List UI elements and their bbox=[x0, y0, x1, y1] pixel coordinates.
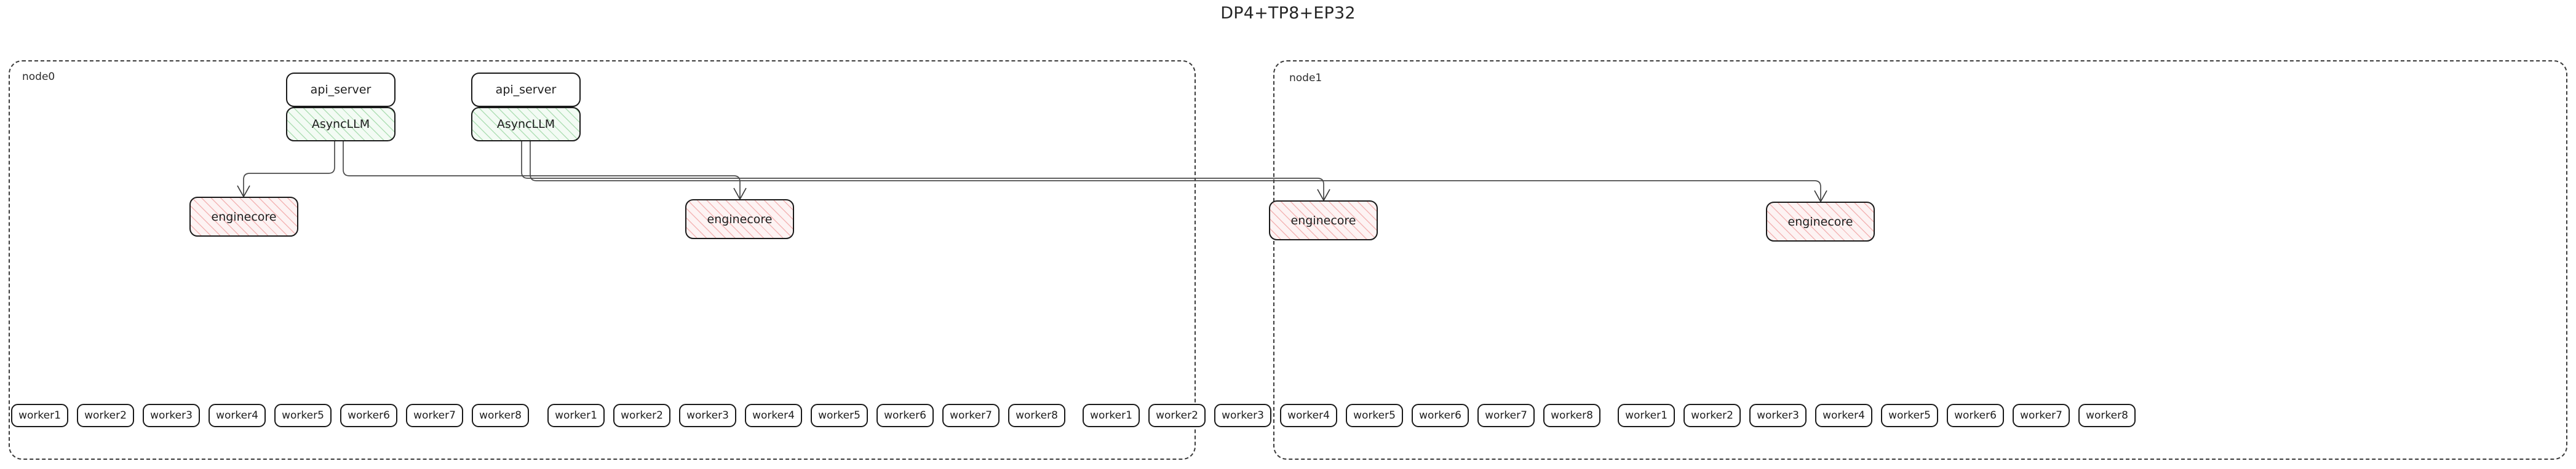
worker-box[interactable]: worker7 bbox=[2013, 404, 2070, 427]
worker-label: worker7 bbox=[1485, 409, 1527, 422]
worker-label: worker1 bbox=[1090, 409, 1132, 422]
worker-box[interactable]: worker7 bbox=[1477, 404, 1535, 427]
worker-box[interactable]: worker2 bbox=[77, 404, 134, 427]
api-server-label: api_server bbox=[310, 83, 372, 97]
worker-label: worker7 bbox=[950, 409, 992, 422]
api-server-box-1[interactable]: api_server bbox=[286, 73, 396, 107]
worker-label: worker8 bbox=[2086, 409, 2128, 422]
worker-box[interactable]: worker3 bbox=[679, 404, 736, 427]
worker-box[interactable]: worker2 bbox=[1148, 404, 1206, 427]
worker-box[interactable]: worker5 bbox=[1881, 404, 1938, 427]
worker-label: worker8 bbox=[479, 409, 522, 422]
worker-label: worker1 bbox=[18, 409, 61, 422]
worker-label: worker1 bbox=[555, 409, 597, 422]
node-label-node0: node0 bbox=[22, 71, 55, 83]
enginecore-box-1[interactable]: enginecore bbox=[189, 197, 298, 237]
enginecore-box-4[interactable]: enginecore bbox=[1766, 202, 1875, 242]
worker-label: worker2 bbox=[1691, 409, 1733, 422]
worker-label: worker3 bbox=[150, 409, 193, 422]
worker-label: worker3 bbox=[686, 409, 729, 422]
enginecore-label: enginecore bbox=[1290, 213, 1356, 227]
worker-label: worker6 bbox=[1954, 409, 1997, 422]
worker-box[interactable]: worker4 bbox=[745, 404, 802, 427]
worker-box[interactable]: worker4 bbox=[209, 404, 266, 427]
enginecore-label: enginecore bbox=[1787, 215, 1853, 229]
worker-label: worker3 bbox=[1757, 409, 1799, 422]
enginecore-box-3[interactable]: enginecore bbox=[1269, 200, 1378, 240]
enginecore-box-2[interactable]: enginecore bbox=[685, 199, 794, 239]
api-server-label: api_server bbox=[495, 83, 557, 97]
worker-box[interactable]: worker5 bbox=[1346, 404, 1403, 427]
worker-label: worker4 bbox=[1287, 409, 1330, 422]
worker-box[interactable]: worker8 bbox=[1008, 404, 1065, 427]
worker-box[interactable]: worker8 bbox=[1543, 404, 1600, 427]
worker-label: worker7 bbox=[413, 409, 456, 422]
worker-label: worker4 bbox=[752, 409, 795, 422]
diagram-title: DP4+TP8+EP32 bbox=[1220, 4, 1356, 23]
worker-label: worker5 bbox=[1353, 409, 1396, 422]
api-server-box-2[interactable]: api_server bbox=[471, 73, 581, 107]
worker-label: worker1 bbox=[1625, 409, 1668, 422]
worker-label: worker8 bbox=[1551, 409, 1593, 422]
worker-label: worker3 bbox=[1222, 409, 1264, 422]
worker-box[interactable]: worker1 bbox=[547, 404, 605, 427]
worker-box[interactable]: worker2 bbox=[613, 404, 670, 427]
worker-label: worker4 bbox=[1823, 409, 1865, 422]
worker-box[interactable]: worker1 bbox=[1618, 404, 1675, 427]
worker-label: worker8 bbox=[1016, 409, 1058, 422]
asyncllm-box-2[interactable]: AsyncLLM bbox=[471, 107, 581, 141]
worker-box[interactable]: worker6 bbox=[1947, 404, 2004, 427]
worker-box[interactable]: worker1 bbox=[11, 404, 68, 427]
worker-box[interactable]: worker5 bbox=[811, 404, 868, 427]
asyncllm-box-1[interactable]: AsyncLLM bbox=[286, 107, 396, 141]
worker-label: worker5 bbox=[1888, 409, 1931, 422]
worker-label: worker6 bbox=[1419, 409, 1461, 422]
worker-label: worker6 bbox=[348, 409, 390, 422]
enginecore-label: enginecore bbox=[211, 210, 277, 224]
asyncllm-label: AsyncLLM bbox=[496, 117, 555, 131]
worker-label: worker2 bbox=[1156, 409, 1198, 422]
worker-box[interactable]: worker6 bbox=[877, 404, 934, 427]
worker-box[interactable]: worker7 bbox=[406, 404, 463, 427]
worker-box[interactable]: worker3 bbox=[143, 404, 200, 427]
worker-box[interactable]: worker3 bbox=[1749, 404, 1807, 427]
node-label-node1: node1 bbox=[1289, 72, 1322, 84]
worker-box[interactable]: worker5 bbox=[274, 404, 332, 427]
worker-box[interactable]: worker6 bbox=[340, 404, 397, 427]
worker-label: worker4 bbox=[216, 409, 258, 422]
worker-label: worker6 bbox=[884, 409, 926, 422]
asyncllm-label: AsyncLLM bbox=[311, 117, 370, 131]
worker-box[interactable]: worker4 bbox=[1815, 404, 1872, 427]
worker-box[interactable]: worker8 bbox=[2078, 404, 2136, 427]
worker-box[interactable]: worker6 bbox=[1412, 404, 1469, 427]
worker-label: worker2 bbox=[84, 409, 127, 422]
worker-box[interactable]: worker4 bbox=[1280, 404, 1337, 427]
worker-box[interactable]: worker3 bbox=[1214, 404, 1271, 427]
worker-label: worker5 bbox=[282, 409, 324, 422]
worker-box[interactable]: worker7 bbox=[942, 404, 1000, 427]
worker-label: worker5 bbox=[818, 409, 861, 422]
node-container-node1 bbox=[1273, 60, 2567, 460]
node-container-node0 bbox=[9, 60, 1196, 460]
worker-box[interactable]: worker8 bbox=[472, 404, 529, 427]
worker-box[interactable]: worker1 bbox=[1083, 404, 1140, 427]
worker-box[interactable]: worker2 bbox=[1684, 404, 1741, 427]
enginecore-label: enginecore bbox=[707, 212, 773, 226]
worker-label: worker7 bbox=[2020, 409, 2062, 422]
worker-label: worker2 bbox=[621, 409, 663, 422]
